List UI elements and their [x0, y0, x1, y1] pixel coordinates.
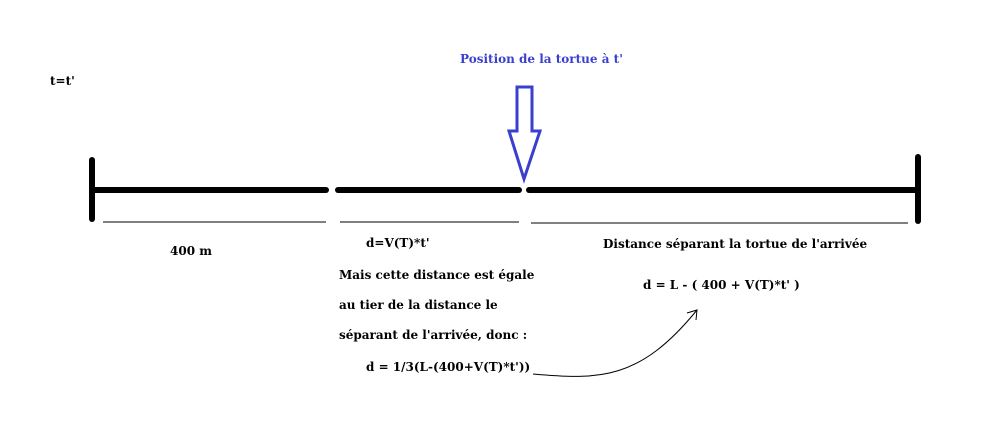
time-label: t=t': [50, 74, 75, 88]
segment3-label: Distance séparant la tortue de l'arrivée: [603, 237, 868, 251]
segment-underlines: [103, 221, 908, 224]
segment2-text-1: Mais cette distance est égale: [339, 268, 535, 282]
arrow-label: Position de la tortue à t': [460, 52, 623, 66]
segment3-formula: d = L - ( 400 + V(T)*t' ): [643, 278, 800, 292]
position-arrow-icon: [506, 85, 543, 184]
segment2-text-3: séparant de l'arrivée, donc :: [339, 328, 528, 342]
segment2-text-2: au tier de la distance le: [339, 298, 498, 312]
curved-arrow-icon: [532, 309, 698, 377]
segment1-label: 400 m: [170, 244, 212, 258]
segment2-result: d = 1/3(L-(400+V(T)*t')): [366, 360, 531, 374]
segment2-formula: d=V(T)*t': [366, 236, 430, 250]
